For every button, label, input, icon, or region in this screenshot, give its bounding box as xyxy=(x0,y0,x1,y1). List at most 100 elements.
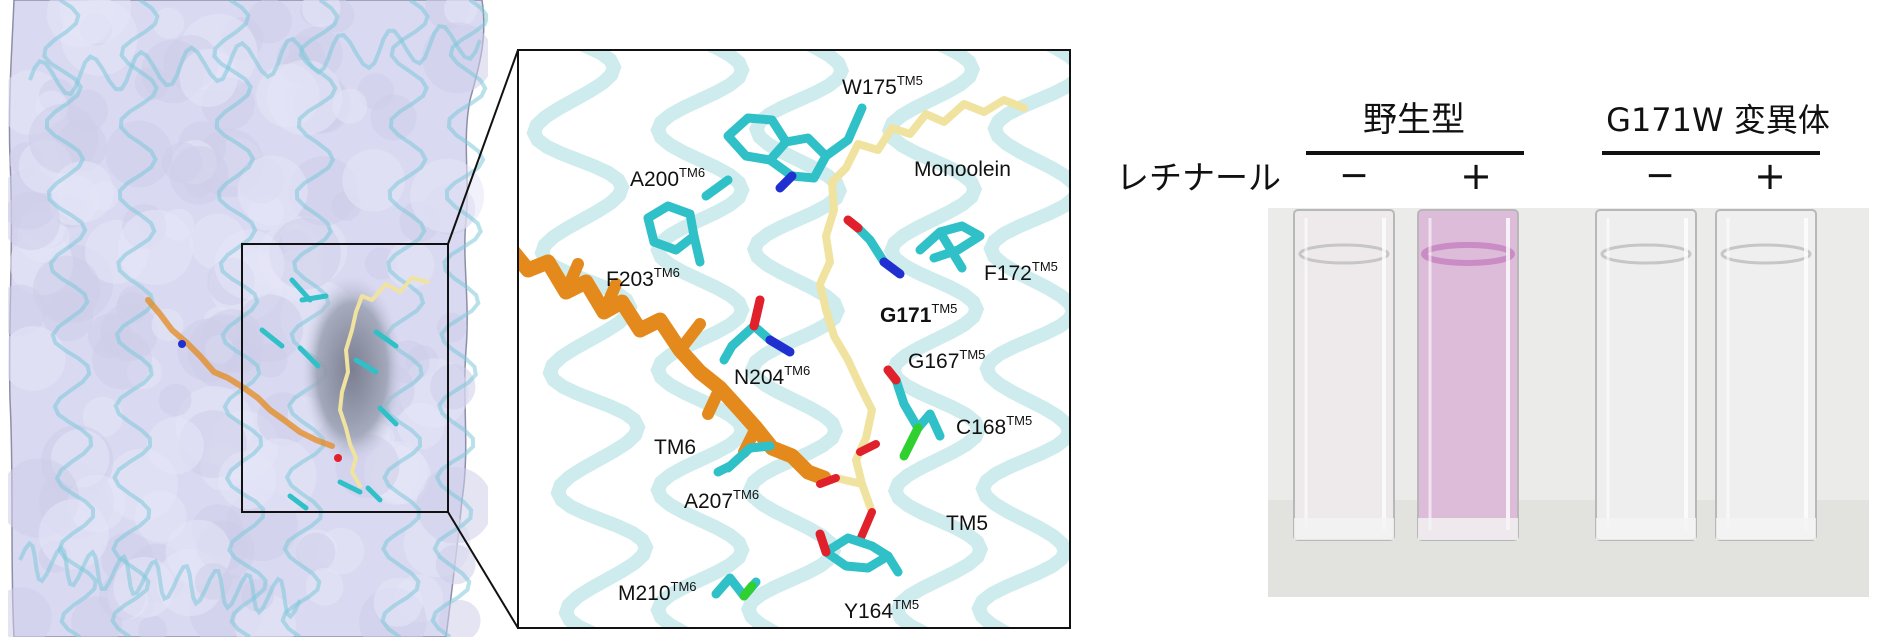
surface-lobe xyxy=(8,587,52,637)
residue-stick xyxy=(373,329,399,349)
surface-lobe xyxy=(214,229,285,300)
surface-lobe xyxy=(52,160,114,223)
surface-lobe xyxy=(179,48,238,107)
label-monoolein: Monoolein xyxy=(914,158,1011,181)
surface-lobe xyxy=(32,255,101,324)
helix-ribbons-overview xyxy=(18,0,488,637)
surface-lobe xyxy=(267,59,343,136)
y164-hydroxyl xyxy=(815,529,831,557)
helix-ribbon xyxy=(212,0,268,637)
helix-ribbon xyxy=(430,0,488,637)
c168-sulfur xyxy=(899,423,923,461)
helix-ribbons-closeup xyxy=(526,50,1070,628)
surface-lobe xyxy=(158,383,192,417)
residue-stick xyxy=(297,345,321,369)
g167-oxygen xyxy=(883,365,901,385)
sign-mut-minus: − xyxy=(1645,155,1675,196)
label-g171: G171TM5 xyxy=(880,301,957,327)
g167-backbone xyxy=(891,375,923,433)
carbonyl-oxygen xyxy=(856,440,880,456)
zoom-connector-top xyxy=(447,49,519,245)
methyl-group xyxy=(560,258,584,298)
surface-lobe xyxy=(235,294,304,363)
group-label-g171w-mutant: G171W 変異体 xyxy=(1606,101,1830,139)
surface-lobe xyxy=(82,396,123,438)
surface-lobe xyxy=(241,438,317,514)
label-a200: A200TM6 xyxy=(630,165,705,191)
cuvette-liquid xyxy=(1302,218,1386,518)
cuvette-liquid xyxy=(1724,218,1808,518)
c168-stick xyxy=(913,409,945,441)
label-f172: F172TM5 xyxy=(984,259,1058,285)
surface-lobe xyxy=(416,467,488,544)
binding-pocket xyxy=(302,275,402,465)
closeup-frame xyxy=(517,49,1071,629)
sign-wt-minus: − xyxy=(1339,155,1369,196)
hydroxyl xyxy=(856,508,876,544)
helix-ribbon xyxy=(42,0,98,637)
helix-ribbon xyxy=(881,50,989,628)
surface-lobe xyxy=(430,364,476,410)
surface-lobe xyxy=(438,599,481,637)
residue-stick xyxy=(337,479,363,495)
f172-stick xyxy=(935,227,967,273)
residue-sticks-overview xyxy=(178,277,399,511)
surface-lobe xyxy=(92,329,152,390)
residue-stick xyxy=(287,493,309,511)
surface-lobe xyxy=(435,544,476,585)
label-tm6: TM6 xyxy=(654,436,696,459)
n204-nitrogen xyxy=(765,335,795,357)
headgroup-bond xyxy=(832,474,866,488)
surface-lobe xyxy=(397,402,445,450)
helix-ribbon xyxy=(971,50,1070,628)
y164-stick xyxy=(883,551,903,577)
f203-stick xyxy=(689,231,705,267)
surface-lobe xyxy=(118,209,194,285)
cuvette-row xyxy=(1293,209,1817,541)
cuvette-assay: 野生型 G171W 変異体 レチナール − + − + xyxy=(1116,100,1869,597)
sign-mut-plus: + xyxy=(1754,154,1786,198)
zoom-box xyxy=(241,243,449,513)
meniscus xyxy=(1600,243,1692,265)
a200-stick xyxy=(701,175,733,201)
monoolein-chain xyxy=(816,96,1028,488)
retinal-overview xyxy=(145,297,335,449)
label-g167: G167TM5 xyxy=(908,347,985,373)
label-w175: W175TM5 xyxy=(842,73,923,99)
surface-lobe xyxy=(237,155,308,226)
cuvette-liquid xyxy=(1426,218,1510,518)
m210-sulfur xyxy=(739,581,757,601)
meniscus xyxy=(1720,243,1812,265)
monoolein-headgroup xyxy=(816,440,880,544)
nitrogen-atom xyxy=(178,340,186,348)
surface-lobe xyxy=(134,490,187,543)
g171-nitrogen xyxy=(879,257,905,279)
methyl-group xyxy=(598,278,622,318)
label-a207: A207TM6 xyxy=(684,487,759,513)
label-tm5: TM5 xyxy=(946,512,988,535)
label-y164: Y164TM5 xyxy=(844,597,919,623)
sign-wt-plus: + xyxy=(1460,154,1492,198)
methyl-group xyxy=(674,318,706,356)
headgroup-bond xyxy=(858,480,876,516)
zoom-connector-bottom xyxy=(447,511,519,629)
helix-ribbon xyxy=(740,50,850,628)
surface-lobe xyxy=(105,120,173,188)
binding-site-closeup: W175TM5 A200TM6 Monoolein F203TM6 F172TM… xyxy=(517,49,1071,629)
meniscus xyxy=(1421,242,1515,266)
surface-lobe xyxy=(194,563,232,600)
residue-stick xyxy=(299,293,329,303)
helix-ribbon xyxy=(650,50,750,628)
surface-lobe xyxy=(138,615,167,637)
row-label-retinal: レチナール xyxy=(1116,158,1281,197)
cuvette-base xyxy=(1716,518,1816,540)
w175-nitrogen xyxy=(775,171,797,193)
protein-surface-overview xyxy=(8,0,488,637)
surface-lobe xyxy=(8,191,61,251)
surface-lobe xyxy=(169,145,229,205)
a207-stick xyxy=(723,441,775,473)
label-m210: M210TM6 xyxy=(618,579,697,605)
cuvette-liquid xyxy=(1604,218,1688,518)
helix-ribbon xyxy=(110,0,160,637)
label-c168: C168TM5 xyxy=(956,413,1032,439)
